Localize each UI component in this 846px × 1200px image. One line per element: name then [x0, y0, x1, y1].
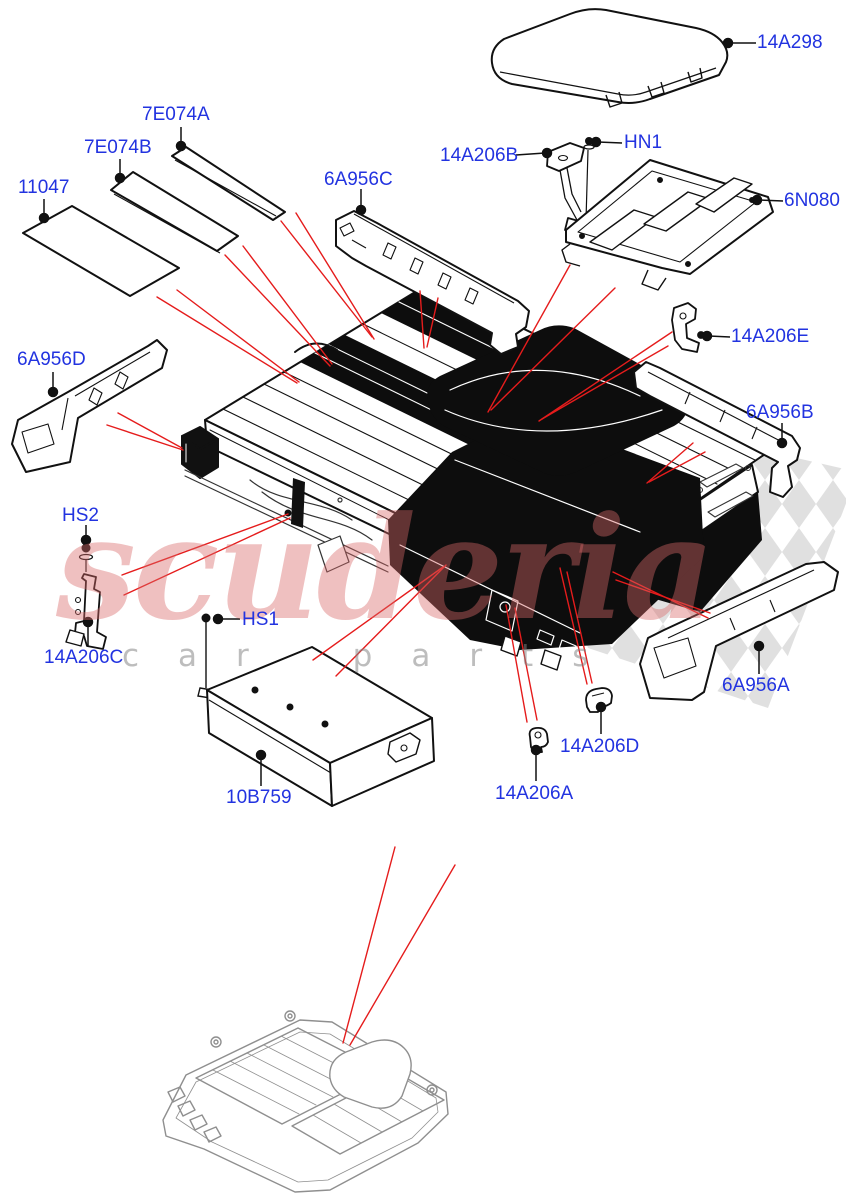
- part-drawing-10b759: [206, 646, 435, 807]
- part-drawing-6a956c: [335, 210, 530, 355]
- part-label-14a206e[interactable]: 14A206E: [731, 326, 810, 347]
- part-drawing-hs1-bolt: [197, 613, 213, 699]
- part-label-7e074b[interactable]: 7E074B: [84, 137, 152, 158]
- part-label-6a956a[interactable]: 6A956A: [722, 675, 790, 696]
- part-drawing-7e074b: [110, 171, 239, 254]
- callout-lines: [38, 37, 788, 786]
- part-label-hn1[interactable]: HN1: [624, 132, 663, 153]
- part-label-6n080[interactable]: 6N080: [784, 190, 840, 211]
- part-label-14a206a[interactable]: 14A206A: [495, 783, 574, 804]
- part-drawing-6n080: [561, 159, 774, 291]
- part-drawing-14a206c: [65, 573, 107, 650]
- red-leader-lines: [106, 212, 711, 1046]
- part-drawing-hn1-bolt: [583, 137, 595, 221]
- part-label-14a206b[interactable]: 14A206B: [440, 145, 519, 166]
- part-label-6a956d[interactable]: 6A956D: [17, 349, 86, 370]
- part-label-hs2[interactable]: HS2: [62, 505, 99, 526]
- part-label-hs1[interactable]: HS1: [242, 609, 279, 630]
- part-label-14a206d[interactable]: 14A206D: [560, 736, 640, 757]
- part-label-10b759[interactable]: 10B759: [226, 787, 292, 808]
- part-drawing-14a298: [490, 8, 729, 108]
- part-drawing-6a956a: [639, 561, 839, 701]
- part-drawing-11047: [22, 205, 180, 297]
- part-drawing-6a956d: [11, 339, 168, 473]
- part-drawing-hs2-bolt: [78, 543, 94, 572]
- part-label-11047[interactable]: 11047: [18, 177, 70, 198]
- part-label-14a298[interactable]: 14A298: [757, 32, 823, 53]
- inverter-drawing: [162, 1010, 449, 1193]
- part-label-6a956b[interactable]: 6A956B: [746, 402, 814, 423]
- part-label-14a206c[interactable]: 14A206C: [44, 647, 124, 668]
- part-drawing-6a956b: [633, 361, 801, 498]
- part-drawing-14a206e: [671, 302, 705, 353]
- part-label-6a956c[interactable]: 6A956C: [324, 169, 393, 190]
- part-label-7e074a[interactable]: 7E074A: [142, 104, 210, 125]
